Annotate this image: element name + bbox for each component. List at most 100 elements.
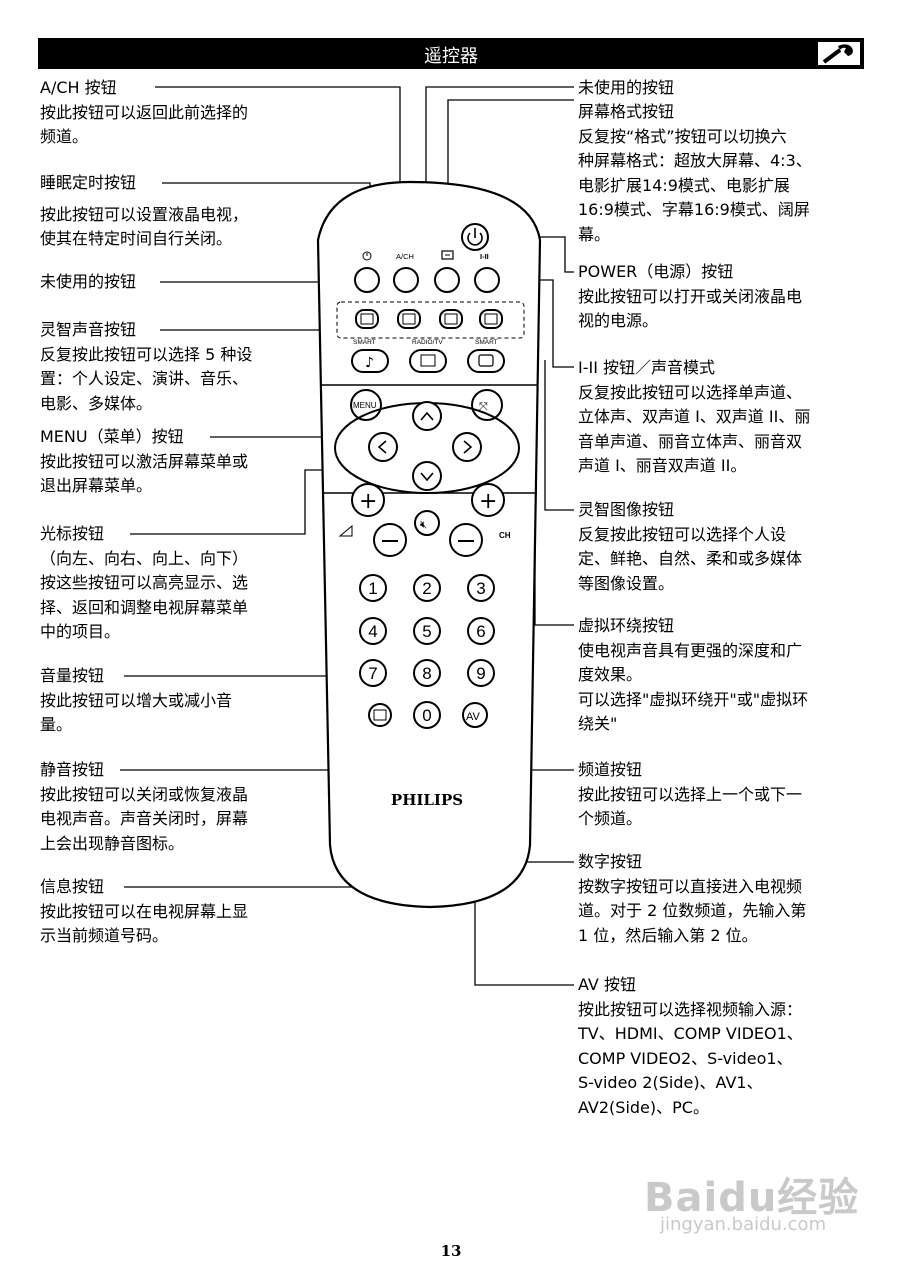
right-annotation: 灵智图像按钮反复按此按钮可以选择个人设定、鲜艳、自然、柔和或多媒体等图像设置。 — [578, 498, 802, 596]
annotation-line: 可以选择"虚拟环绕开"或"虚拟环 — [578, 689, 809, 709]
annotation-line: 中的项目。 — [40, 622, 121, 641]
annotation-line: 反复按“格式”按钮可以切换六 — [578, 126, 787, 146]
annotation-line: 反复按此按钮可以选择个人设 — [578, 524, 787, 544]
teletext-mix-icon — [402, 313, 416, 325]
left-annotation: 光标按钮 （向左、向右、向上、向下） 按这些按钮可以高亮显示、选择、返回和调整电视屏… — [40, 522, 248, 645]
digit-label: 2 — [422, 579, 431, 598]
annotation-line: 电影扩展14:9模式、电影扩展 — [578, 175, 790, 195]
annotation-line: TV、HDMI、COMP VIDEO1、 — [578, 1024, 803, 1043]
annotation-line: 种屏幕格式：超放大屏幕、4:3、 — [578, 151, 812, 170]
info-button — [368, 703, 392, 727]
annotation-line: 频道。 — [40, 127, 89, 146]
left-annotation: 灵智声音按钮反复按此按钮可以选择 5 种设置：个人设定、演讲、音乐、电影、多媒体… — [40, 318, 252, 416]
annotation-line: 视的电源。 — [578, 311, 659, 330]
smart-picture-label: SMART — [475, 339, 498, 346]
format-button — [434, 267, 460, 293]
annotation-line: 16:9模式、字幕16:9模式、阔屏 — [578, 200, 810, 219]
annotation-heading: A/CH 按钮 — [40, 78, 117, 97]
surround-icon: ⤧ — [479, 400, 488, 413]
brand-logo: PHILIPS — [391, 791, 463, 809]
annotation-line: COMP VIDEO2、S-video1、 — [578, 1048, 793, 1068]
annotation-line: 按此按钮可以设置液晶电视， — [40, 204, 249, 224]
annotation-line: 幕。 — [578, 224, 611, 244]
mute-button — [414, 510, 440, 536]
annotation-heading: MENU（菜单）按钮 — [40, 427, 184, 446]
annotation-heading: 静音按钮 — [40, 760, 105, 779]
power-icon — [467, 232, 483, 246]
av-button — [462, 702, 488, 728]
annotation-heading: I-II 按钮／声音模式 — [578, 358, 716, 377]
i-ii-label: I-II — [480, 252, 489, 261]
teletext-icon — [360, 313, 374, 325]
annotation-line: 1 位，然后输入第 2 位。 — [578, 925, 758, 945]
annotation-heading: 睡眠定时按钮 — [40, 173, 137, 192]
annotation-heading: 灵智声音按钮 — [40, 320, 137, 339]
watermark-logo: Baidu经验 — [644, 1175, 860, 1221]
music-note-icon: ♪ — [365, 355, 374, 371]
annotation-heading: 数字按钮 — [578, 852, 643, 871]
right-annotation: 未使用的按钮 — [578, 76, 674, 101]
volume-icon — [338, 524, 353, 537]
plus-icon: + — [479, 489, 497, 514]
av-label: AV — [466, 711, 481, 723]
section-title: 遥控器 — [424, 46, 478, 67]
digit-button-1 — [359, 574, 387, 602]
chevron-left-icon — [377, 440, 387, 454]
annotation-heading: POWER（电源）按钮 — [578, 262, 734, 281]
watermark-url: jingyan.baidu.com — [660, 1214, 827, 1235]
ach-label: A/CH — [396, 252, 414, 261]
power-button — [461, 223, 489, 251]
annotation-heading: 灵智图像按钮 — [578, 500, 675, 519]
info-icon — [373, 709, 387, 721]
annotation-line: 按此按钮可以在电视屏幕上显 — [40, 901, 249, 921]
digit-label: 5 — [422, 622, 431, 641]
digit-button-0 — [413, 701, 441, 729]
ch-label: CH — [499, 531, 511, 540]
format-icon — [441, 250, 454, 260]
annotation-line: 按数字按钮可以直接进入电视频 — [578, 876, 803, 896]
annotation-line: （向左、向右、向上、向下） — [40, 548, 249, 568]
annotation-heading: 光标按钮 — [40, 524, 105, 543]
digit-button-5 — [413, 617, 441, 645]
annotation-line: 使电视声音具有更强的深度和广 — [578, 640, 803, 660]
annotation-line: 按此按钮可以激活屏幕菜单或 — [40, 451, 249, 471]
annotation-line: S-video 2(Side)、AV1、 — [578, 1073, 763, 1092]
teletext-reveal-icon — [484, 313, 498, 325]
annotation-line: 音单声道、丽音立体声、丽音双 — [578, 431, 803, 451]
digit-button-2 — [413, 574, 441, 602]
annotation-line: 按此按钮可以增大或减小音 — [40, 690, 233, 710]
annotation-line: 按这些按钮可以高亮显示、选 — [40, 573, 249, 592]
smart-picture-button — [467, 349, 505, 373]
sleep-button — [354, 267, 380, 293]
smart-sound-button — [351, 349, 389, 373]
annotation-line: 使其在特定时间自行关闭。 — [40, 229, 233, 248]
annotation-line: 度效果。 — [578, 665, 643, 684]
digit-label: 0 — [422, 706, 431, 725]
radio-tv-button — [409, 349, 447, 373]
digit-label: 3 — [476, 579, 485, 598]
annotation-heading: 未使用的按钮 — [578, 78, 675, 97]
digit-label: 1 — [368, 579, 377, 598]
digit-button-6 — [467, 617, 495, 645]
right-annotation: 频道按钮按此按钮可以选择上一个或下一个频道。 — [578, 758, 802, 832]
unused-buttons-box — [336, 301, 525, 339]
annotation-line: 立体声、双声道 I、双声道 II、丽 — [578, 407, 811, 426]
left-annotation: 信息按钮按此按钮可以在电视屏幕上显示当前频道号码。 — [40, 875, 248, 949]
annotation-line: 个频道。 — [578, 809, 643, 828]
digit-button-4 — [359, 617, 387, 645]
right-annotation: I-II 按钮／声音模式反复按此按钮可以选择单声道、立体声、双声道 I、双声道 … — [578, 356, 810, 479]
annotation-line: 择、返回和调整电视屏幕菜单 — [40, 597, 249, 617]
annotation-line: 反复按此按钮可以选择 5 种设 — [40, 344, 253, 364]
digit-label: 6 — [476, 622, 485, 641]
digit-button-3 — [467, 574, 495, 602]
menu-label: MENU — [353, 401, 377, 410]
left-annotation: MENU（菜单）按钮按此按钮可以激活屏幕菜单或退出屏幕菜单。 — [40, 425, 248, 499]
annotation-heading: 频道按钮 — [578, 760, 643, 779]
annotation-heading: AV 按钮 — [578, 975, 636, 994]
cursor-left-button — [368, 432, 398, 462]
ach-button — [393, 267, 419, 293]
annotation-line: 按此按钮可以选择视频输入源： — [578, 999, 803, 1019]
digit-label: 8 — [422, 664, 431, 683]
annotation-line: 声道 I、丽音双声道 II。 — [578, 456, 747, 475]
